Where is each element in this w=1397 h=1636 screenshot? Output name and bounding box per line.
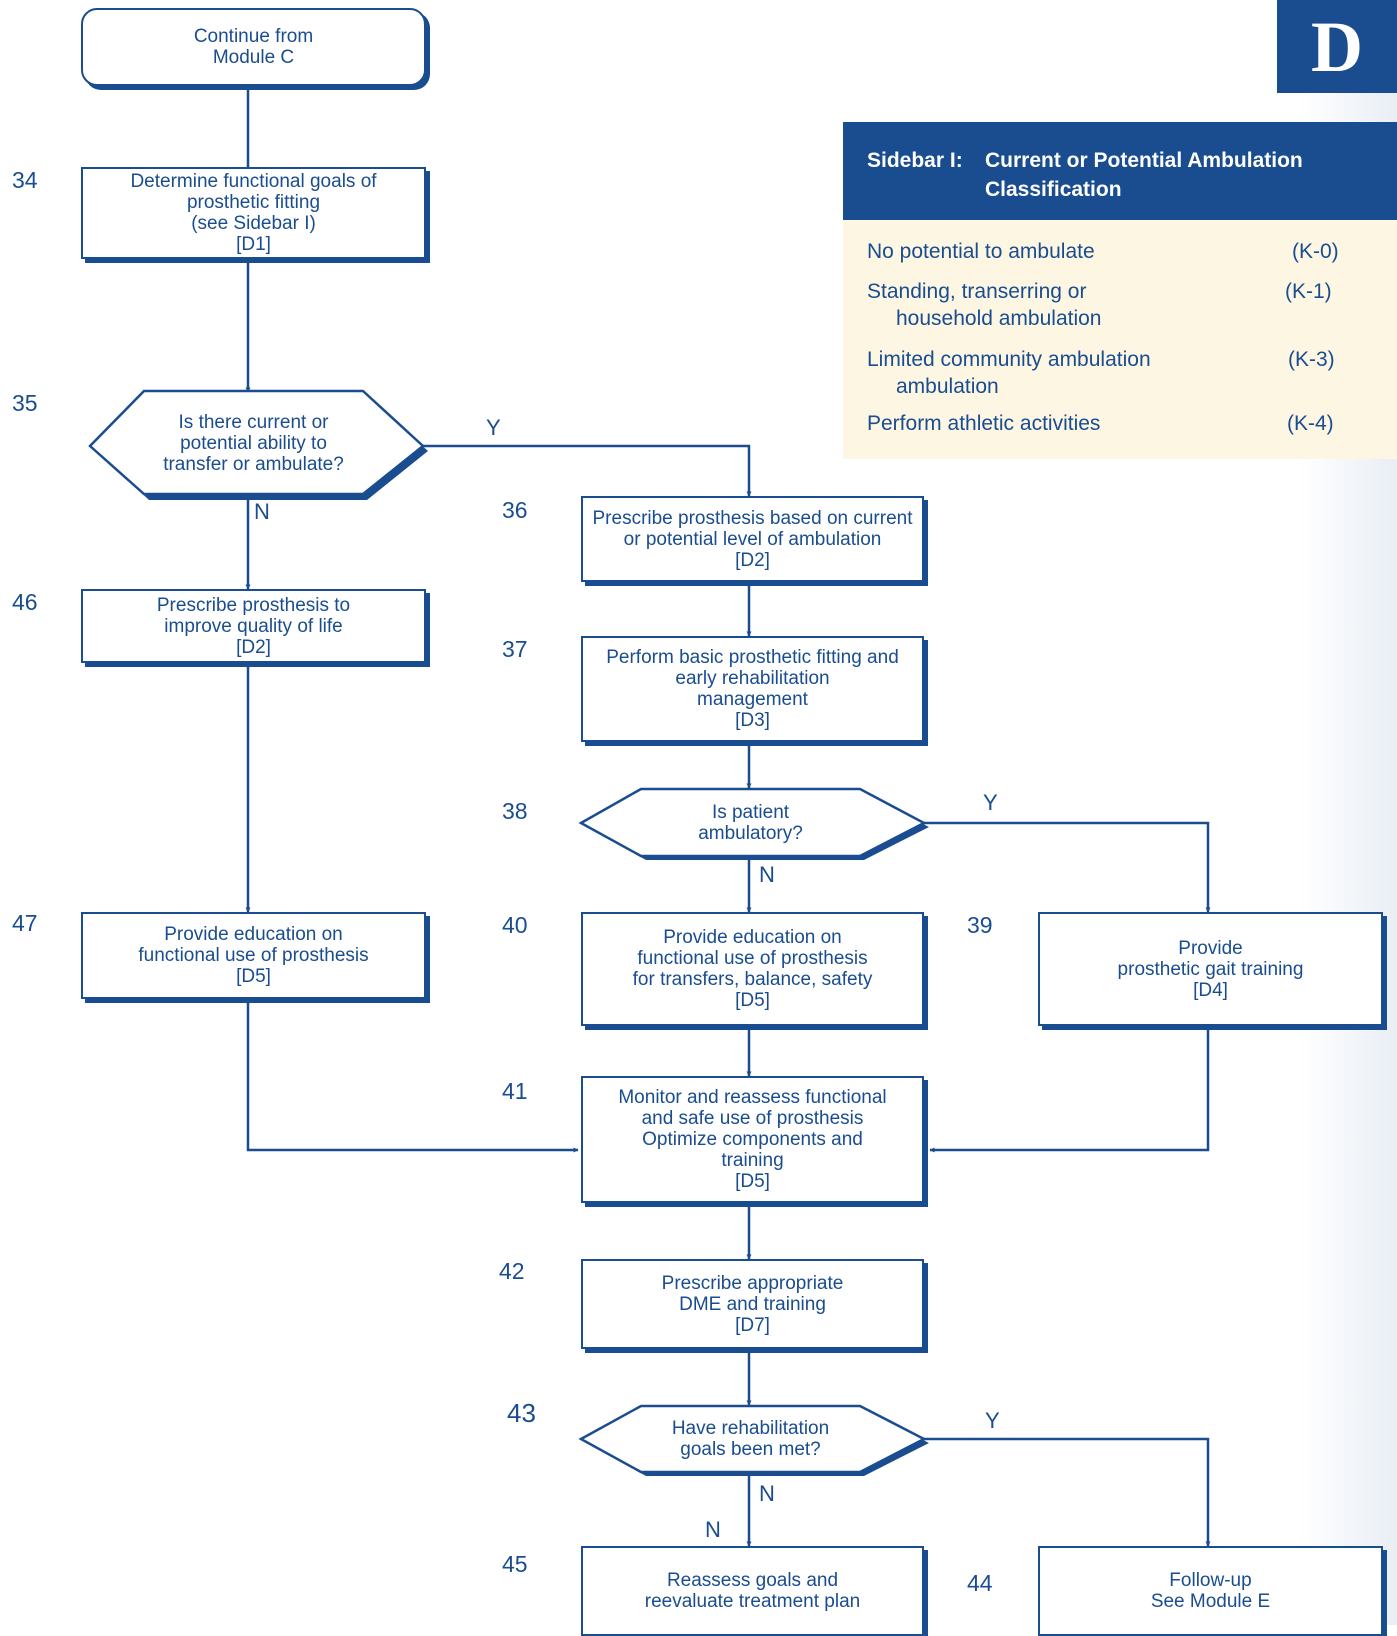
box-37: Perform basic prosthetic fitting and ear… bbox=[581, 636, 924, 742]
sidebar-row-label: No potential to ambulate bbox=[867, 238, 1237, 265]
box-42: Prescribe appropriate DME and training [… bbox=[581, 1259, 924, 1349]
sidebar-row-code: (K-4) bbox=[1287, 412, 1334, 435]
box-40: Provide education on functional use of p… bbox=[581, 912, 924, 1026]
sidebar-row-code: (K-0) bbox=[1292, 240, 1339, 263]
sidebar-row-code: (K-1) bbox=[1285, 280, 1332, 303]
step-number-37: 37 bbox=[502, 636, 528, 662]
sidebar-row-line: ambulation bbox=[896, 375, 999, 398]
step-number-36: 36 bbox=[502, 497, 528, 523]
step-number-35: 35 bbox=[12, 390, 38, 416]
connector-38-39 bbox=[924, 821, 1211, 913]
edge-label-yes: Y bbox=[486, 415, 501, 440]
sidebar-row-line: household ambulation bbox=[896, 307, 1102, 330]
step-number-45: 45 bbox=[502, 1551, 528, 1577]
connector-47-41 bbox=[246, 999, 579, 1153]
sidebar-row-label: Limited community ambulation ambulation bbox=[867, 346, 1237, 400]
start-box: Continue from Module C bbox=[81, 8, 426, 86]
box-45: Reassess goals and reevaluate treatment … bbox=[581, 1546, 924, 1636]
step-number-38: 38 bbox=[502, 798, 528, 824]
step-number-39: 39 bbox=[967, 912, 993, 938]
step-number-40: 40 bbox=[502, 912, 528, 938]
sidebar-header: Sidebar I: Current or Potential Ambulati… bbox=[843, 122, 1397, 220]
box-41: Monitor and reassess functional and safe… bbox=[581, 1076, 924, 1203]
sidebar-row-line: Limited community ambulation bbox=[867, 348, 1151, 371]
connector-39-41 bbox=[929, 1026, 1210, 1153]
step-number-46: 46 bbox=[12, 589, 38, 615]
step-number-34: 34 bbox=[12, 167, 38, 193]
step-number-44: 44 bbox=[967, 1570, 993, 1596]
module-tab-letter: D bbox=[1277, 0, 1397, 93]
connector-43-44 bbox=[924, 1437, 1211, 1547]
sidebar-ambulation-classification: Sidebar I: Current or Potential Ambulati… bbox=[843, 122, 1397, 459]
edge-label-yes: Y bbox=[985, 1408, 1000, 1433]
sidebar-row-line: Perform athletic activities bbox=[867, 412, 1101, 435]
box-46: Prescribe prosthesis to improve quality … bbox=[81, 589, 426, 663]
edge-label-no: N bbox=[759, 862, 775, 887]
edge-label-yes: Y bbox=[983, 790, 998, 815]
step-number-41: 41 bbox=[502, 1078, 528, 1104]
box-39: Provide prosthetic gait training [D4] bbox=[1038, 912, 1383, 1026]
edge-label-no: N bbox=[759, 1481, 775, 1506]
decision-35-text: Is there current or potential ability to… bbox=[163, 411, 344, 475]
sidebar-prefix: Sidebar I: bbox=[867, 149, 963, 172]
box-47: Provide education on functional use of p… bbox=[81, 912, 426, 999]
sidebar-row-label: Standing, transerring or household ambul… bbox=[867, 278, 1237, 332]
step-number-43: 43 bbox=[507, 1398, 536, 1428]
sidebar-row-line: No potential to ambulate bbox=[867, 240, 1095, 263]
step-number-47: 47 bbox=[12, 910, 38, 936]
decision-38-shape bbox=[578, 787, 927, 858]
decision-43-shape bbox=[578, 1404, 927, 1474]
sidebar-row-code: (K-3) bbox=[1288, 348, 1335, 371]
decision-35-shape bbox=[88, 389, 425, 496]
edge-label-no: N bbox=[254, 499, 270, 524]
sidebar-body: No potential to ambulate (K-0) Standing,… bbox=[843, 220, 1397, 459]
box-34: Determine functional goals of prosthetic… bbox=[81, 167, 426, 259]
edge-label-no: N bbox=[705, 1517, 721, 1542]
sidebar-row-line: Standing, transerring or bbox=[867, 280, 1087, 303]
box-44: Follow-up See Module E bbox=[1038, 1546, 1383, 1636]
sidebar-row-label: Perform athletic activities bbox=[867, 410, 1237, 437]
step-number-42: 42 bbox=[499, 1258, 525, 1284]
box-36: Prescribe prosthesis based on current or… bbox=[581, 496, 924, 582]
connector-35-36 bbox=[423, 444, 752, 497]
sidebar-title: Current or Potential Ambulation Classifi… bbox=[985, 149, 1303, 201]
decision-43-text: Have rehabilitation goals been met? bbox=[671, 1418, 830, 1460]
decision-38-text: Is patient ambulatory? bbox=[698, 801, 803, 844]
